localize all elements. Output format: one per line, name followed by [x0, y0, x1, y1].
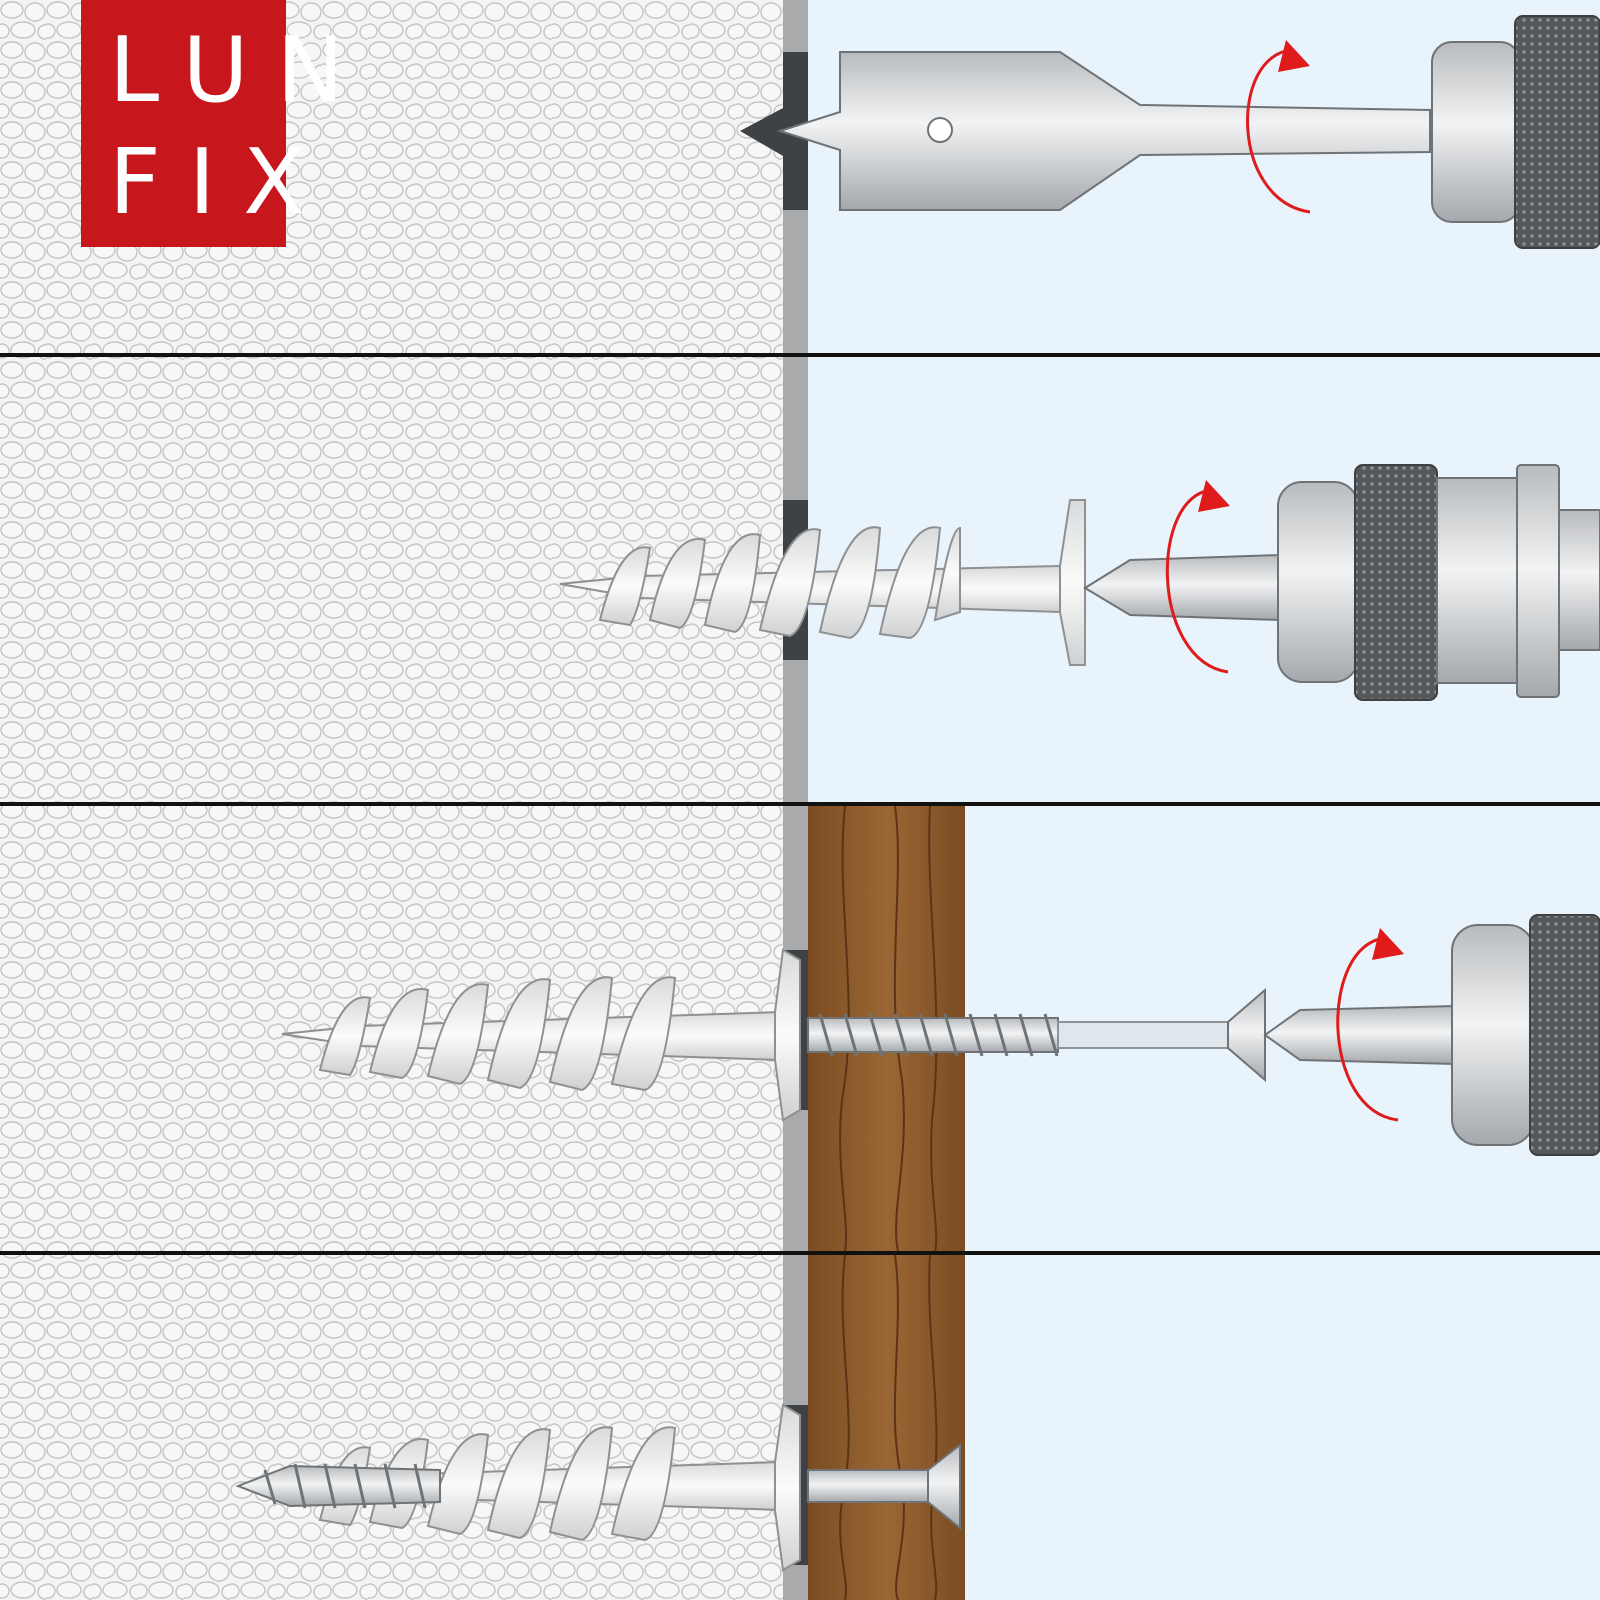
chuck-knurl — [1354, 464, 1438, 701]
chuck-knurl — [1529, 914, 1600, 1156]
drilled-hole — [740, 52, 808, 210]
driver-bit — [1263, 1004, 1456, 1066]
anchor-threads — [318, 976, 677, 1092]
anchor-flange — [774, 1403, 801, 1572]
logo-text-line-2: FIX — [109, 130, 333, 235]
wood-screw-thread — [818, 1013, 1059, 1057]
rotation-arrow — [1336, 936, 1399, 1122]
chuck-collar — [1516, 464, 1560, 698]
chuck-knurl — [1514, 15, 1600, 249]
screw-head — [927, 1442, 961, 1531]
screw-shank — [807, 1469, 929, 1503]
step-1-drilling — [740, 15, 1600, 249]
step-2-anchor-insertion — [559, 464, 1600, 701]
chuck-body — [1436, 477, 1518, 684]
rotation-arrow — [1246, 48, 1311, 214]
screw-head — [1227, 987, 1266, 1083]
screw-tip — [235, 1464, 441, 1508]
drill-chuck — [1451, 924, 1535, 1146]
screw-plain-shank — [1057, 1021, 1229, 1049]
foam-insulation — [0, 0, 783, 1600]
anchor-flange — [774, 948, 801, 1122]
wood-grain — [839, 805, 938, 1253]
drill-body — [1558, 509, 1600, 651]
wood-screw-shank — [807, 1017, 1059, 1053]
wood-batten — [808, 1255, 965, 1600]
step-4-fixed — [235, 1254, 965, 1600]
bit-hole — [927, 117, 953, 143]
rotation-arrow-head — [1278, 40, 1310, 72]
rotation-arrow-head — [1372, 928, 1404, 960]
screw-tip-thread — [263, 1463, 427, 1509]
logo-text-line-1: LUN — [109, 18, 372, 123]
anchor-threads — [598, 526, 961, 640]
flat-drill-bit — [776, 51, 1431, 211]
drill-chuck — [1431, 41, 1521, 223]
rotation-arrow — [1165, 488, 1229, 674]
brand-logo: LUN FIX — [81, 0, 372, 247]
drill-chuck — [1277, 481, 1359, 683]
wall-board — [783, 0, 808, 1600]
anchor-flange — [1059, 499, 1086, 666]
step-3-batten-screwing — [281, 805, 1600, 1253]
rotation-arrow-head — [1198, 480, 1230, 512]
